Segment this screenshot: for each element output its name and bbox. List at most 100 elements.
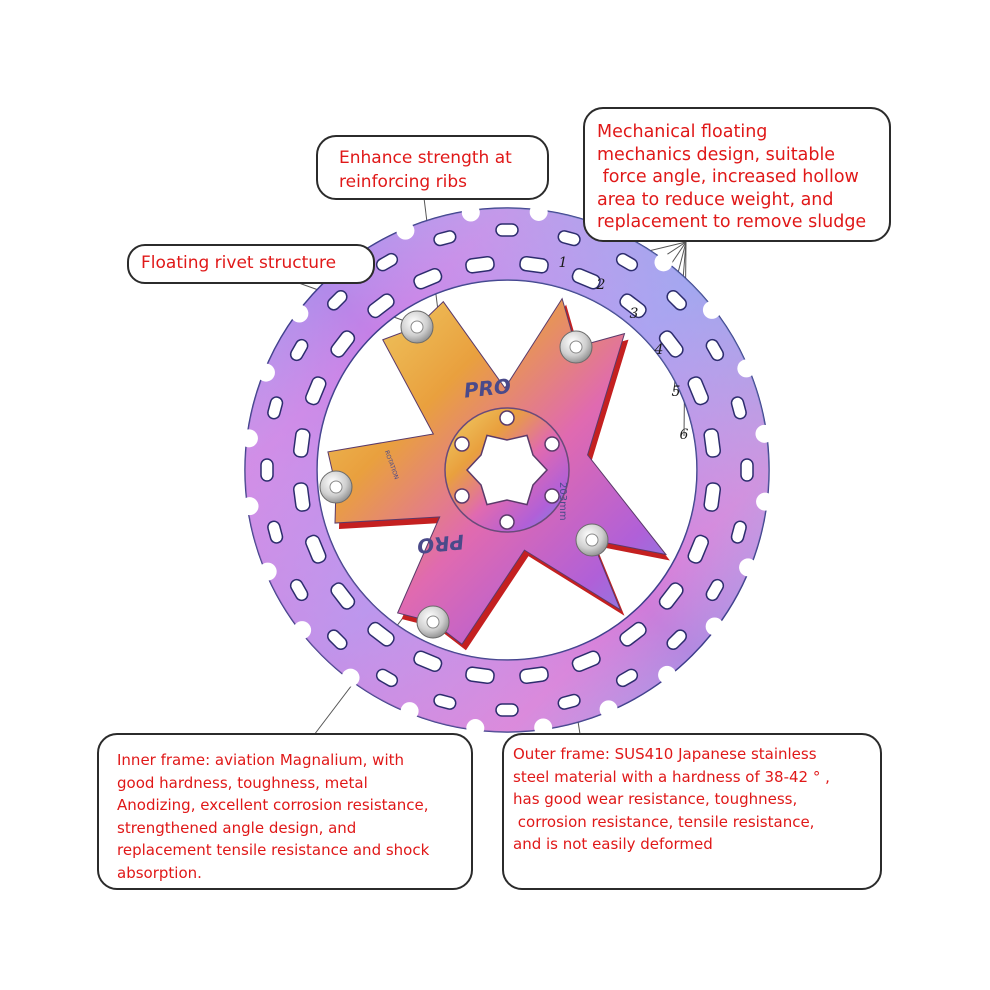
inner-slot [305, 534, 327, 564]
inner-slot [413, 650, 443, 672]
inner-slot [305, 376, 327, 406]
callout-floating-rivet: Floating rivet structure [127, 244, 375, 284]
rim-notch [534, 718, 553, 737]
rivet-hole [329, 480, 343, 494]
outer-slot [666, 629, 687, 650]
inner-slot [292, 482, 311, 512]
outer-slot [557, 693, 581, 710]
outer-slot [433, 230, 457, 247]
rim-notch [654, 253, 673, 272]
callout-line: corrosion resistance, tensile resistance… [513, 812, 815, 831]
inner-slot [330, 330, 356, 358]
bolt-hole [454, 436, 470, 452]
callout-line: Anodizing, excellent corrosion resistanc… [117, 796, 429, 814]
callout-line: Enhance strength at [339, 148, 512, 168]
callout-reinforcing-ribs: Enhance strength at reinforcing ribs [316, 135, 549, 200]
outer-slot [495, 223, 519, 237]
outer-slot [740, 458, 754, 482]
bolt-hole [544, 488, 560, 504]
inner-slot [292, 428, 311, 458]
inner-slot [330, 582, 356, 610]
inner-slot [703, 428, 722, 458]
inner-slot [519, 255, 549, 274]
inner-slot [367, 621, 395, 647]
hub-center-hole [465, 434, 549, 506]
spider-brand-text-2: PRO [416, 530, 465, 559]
callout-line: and is not easily deformed [513, 835, 713, 853]
rivet-hole [585, 533, 599, 547]
slot-number-5: 5 [672, 384, 681, 400]
outer-slot [327, 629, 348, 650]
outer-slot [615, 668, 639, 688]
inner-slot [619, 621, 647, 647]
callout-line: mechanics design, suitable [597, 144, 836, 165]
outer-slot [289, 338, 309, 362]
callout-line: replacement to remove sludge [597, 212, 867, 232]
callout-line: Floating rivet structure [141, 253, 337, 273]
rim-notch [290, 304, 309, 323]
slot-number-4: 4 [654, 342, 664, 358]
inner-slot [571, 650, 601, 672]
callout-line: has good wear resistance, toughness, [513, 790, 798, 808]
inner-slot [413, 268, 443, 290]
bolt-hole [499, 514, 515, 530]
callout-line: good hardness, toughness, metal [117, 773, 368, 792]
outer-slot [495, 703, 519, 717]
rim-notch [658, 665, 677, 684]
inner-slot [658, 330, 684, 358]
spider-brand-text: PRO [463, 374, 512, 403]
outer-slot [557, 230, 581, 247]
outer-slot [433, 693, 457, 710]
outer-slot [260, 458, 274, 482]
rim-notch [400, 702, 419, 721]
outer-slot [615, 252, 639, 272]
callout-line: Inner frame: aviation Magnalium, with [117, 751, 404, 769]
callout-line: reinforcing ribs [339, 172, 467, 192]
inner-slot [687, 376, 709, 406]
rim-notch [293, 621, 312, 640]
slot-number-6: 6 [680, 427, 689, 443]
inner-slot [658, 582, 684, 610]
rim-notch [599, 700, 618, 719]
inner-slot [465, 666, 495, 685]
outer-slot [289, 578, 309, 602]
bolt-hole [454, 488, 470, 504]
rim-notch [737, 359, 756, 378]
callout-inner-frame: Inner frame: aviation Magnalium, with goo… [97, 733, 473, 890]
rim-notch [396, 221, 415, 240]
rim-notch [705, 617, 724, 636]
rim-notch [341, 668, 360, 687]
callout-line: replacement tensile resistance and shock [117, 841, 430, 859]
rim-notch [756, 492, 775, 511]
inner-slot [465, 255, 495, 274]
outer-slot [666, 290, 687, 311]
spider-size-text: 203mm [557, 482, 568, 521]
outer-slot [267, 396, 284, 420]
rim-notch [258, 562, 277, 581]
rim-notch [739, 558, 758, 577]
rim-notch [256, 363, 275, 382]
callout-line: strengthened angle design, and [117, 818, 357, 837]
slot-number-1: 1 [559, 255, 568, 271]
callout-line: area to reduce weight, and [597, 189, 834, 210]
outer-slot [375, 252, 399, 272]
rivet-hole [410, 320, 424, 334]
inner-slot [571, 268, 601, 290]
callout-line: force angle, increased hollow [597, 167, 859, 187]
callout-line: Mechanical floating [597, 122, 768, 142]
rim-notch [755, 424, 774, 443]
slot-number-3: 3 [630, 306, 639, 322]
outer-slot [730, 396, 747, 420]
rim-notch [702, 300, 721, 319]
rim-notch [529, 202, 548, 221]
rivet-hole [569, 340, 583, 354]
callout-line: Outer frame: SUS410 Japanese stainless [513, 745, 817, 763]
inner-slot [687, 534, 709, 564]
inner-slot [703, 482, 722, 512]
bolt-hole [499, 410, 515, 426]
